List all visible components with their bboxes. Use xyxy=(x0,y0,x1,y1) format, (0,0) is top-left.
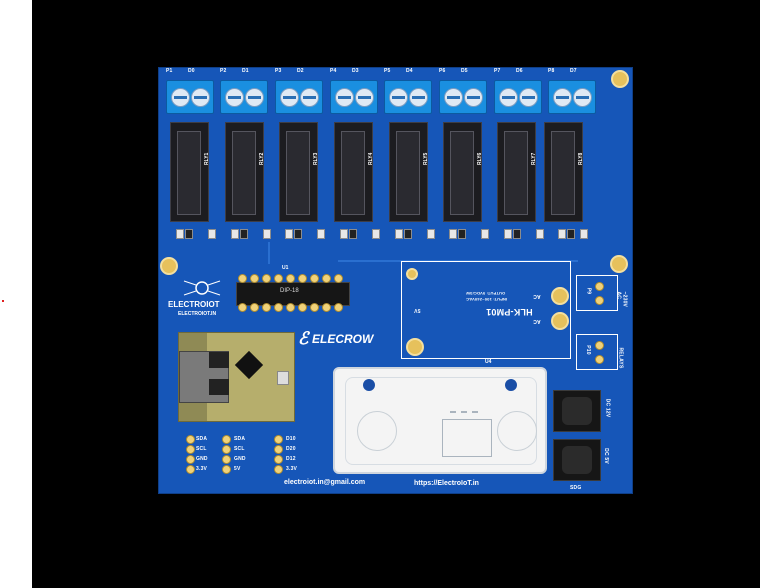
dc-jack-5v xyxy=(553,439,601,481)
elecrow-logo: ℰ ELECROW xyxy=(298,329,374,349)
email-text: electroiot.in@gmail.com xyxy=(284,479,366,486)
sdg-label: SDG xyxy=(570,485,582,491)
mounting-hole-top-right xyxy=(611,70,629,88)
mounting-hole-left xyxy=(160,257,178,275)
red-marker xyxy=(2,300,4,302)
relay-7: RLY7 xyxy=(497,122,537,222)
header-j1: SDA SCL GND 3.3V xyxy=(168,435,228,485)
elecrow-mark-icon: ℰ xyxy=(298,329,309,349)
dc-jack-12v-label: DC 12V xyxy=(604,398,611,418)
circuit-icon xyxy=(183,280,221,296)
esp-module xyxy=(178,332,295,422)
header-j3: D10 D20 D12 3.3V xyxy=(274,435,334,485)
terminal-p9: P9 xyxy=(576,275,618,311)
relay-4: RLY4 xyxy=(334,122,374,222)
mounting-hole-right xyxy=(610,255,628,273)
screw-terminal-p1 xyxy=(166,80,214,114)
u4-buck-module: U4 xyxy=(333,359,547,474)
screw-terminal-p5 xyxy=(384,80,432,114)
screw-terminal-p7 xyxy=(494,80,542,114)
relay-5: RLY5 xyxy=(389,122,429,222)
trace xyxy=(268,242,270,264)
screw-terminal-p6 xyxy=(439,80,487,114)
screw-terminal-p2 xyxy=(220,80,268,114)
dc-jack-5v-label: DC 5V xyxy=(602,448,609,464)
electroiot-logo: ELECTROIOT ELECTROIOT.IN xyxy=(166,273,236,323)
dc-jack-12v xyxy=(553,390,601,432)
relay-2: RLY2 xyxy=(225,122,265,222)
dip-18-ic: DIP-18 U1 xyxy=(236,265,352,312)
screw-terminal-p8 xyxy=(548,80,596,114)
url-text: https://ElectroIoT.in xyxy=(414,480,479,487)
screw-terminal-p3 xyxy=(275,80,323,114)
relay-1: RLY1 xyxy=(170,122,210,222)
led-resistor-row xyxy=(168,224,588,246)
screw-terminal-p4 xyxy=(330,80,378,114)
relay-8: RLY8 xyxy=(544,122,584,222)
relay-3: RLY3 xyxy=(279,122,319,222)
p10-side-label: RELAYS xyxy=(617,347,624,369)
hlk-pm01-module: HLK-PM01 AC AC 5V INPUT: 100~240VAC OUTP… xyxy=(401,261,571,359)
relay-6: RLY6 xyxy=(443,122,483,222)
header-j2: SDA SCL GND 5V xyxy=(222,435,282,485)
p9-side-label: ~230V AC xyxy=(615,291,628,308)
terminal-p10: P10 xyxy=(576,334,618,370)
